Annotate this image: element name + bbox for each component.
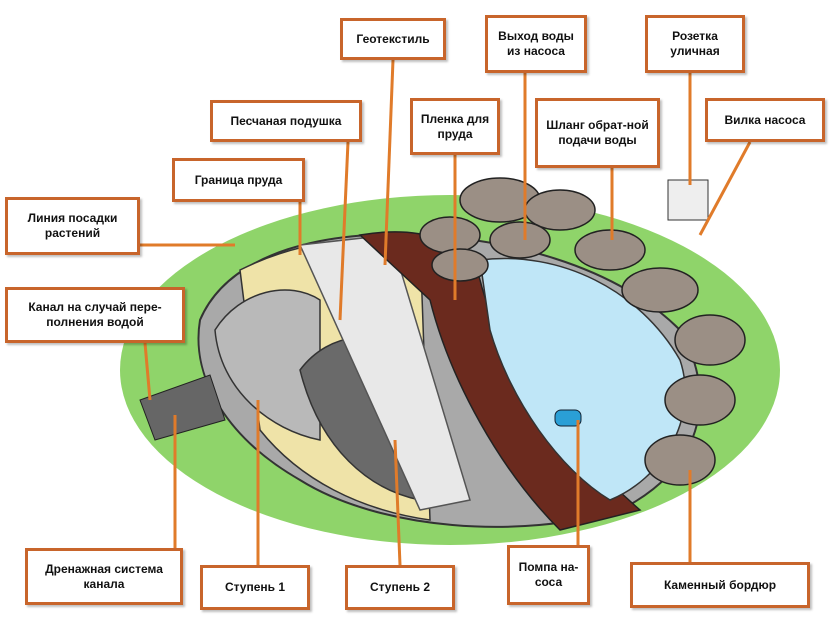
label-overflow-channel: Канал на случай пере-полнения водой bbox=[5, 287, 185, 343]
label-drainage: Дренажная система канала bbox=[25, 548, 183, 605]
drainage-gravel bbox=[139, 374, 226, 441]
step1-shape bbox=[214, 289, 321, 441]
pump-shape bbox=[554, 409, 582, 427]
label-planting-line: Линия посадки растений bbox=[5, 197, 140, 255]
label-step2: Ступень 2 bbox=[345, 565, 455, 610]
label-geotextile: Геотекстиль bbox=[340, 18, 446, 60]
socket-shape bbox=[667, 179, 709, 221]
label-pond-border: Граница пруда bbox=[172, 158, 305, 202]
label-pond-liner: Пленка для пруда bbox=[410, 98, 500, 155]
label-stone-border: Каменный бордюр bbox=[630, 562, 810, 608]
rocks bbox=[419, 177, 746, 486]
label-step1: Ступень 1 bbox=[200, 565, 310, 610]
label-pump-outlet: Выход воды из насоса bbox=[485, 15, 587, 73]
label-return-hose: Шланг обрат-ной подачи воды bbox=[535, 98, 660, 168]
geotextile-layer bbox=[298, 234, 471, 511]
label-pump: Помпа на-соса bbox=[507, 545, 590, 605]
leader-lines bbox=[140, 59, 752, 566]
label-outdoor-socket: Розетка уличная bbox=[645, 15, 745, 73]
label-pump-plug: Вилка насоса bbox=[705, 98, 825, 142]
label-sand-cushion: Песчаная подушка bbox=[210, 100, 362, 142]
